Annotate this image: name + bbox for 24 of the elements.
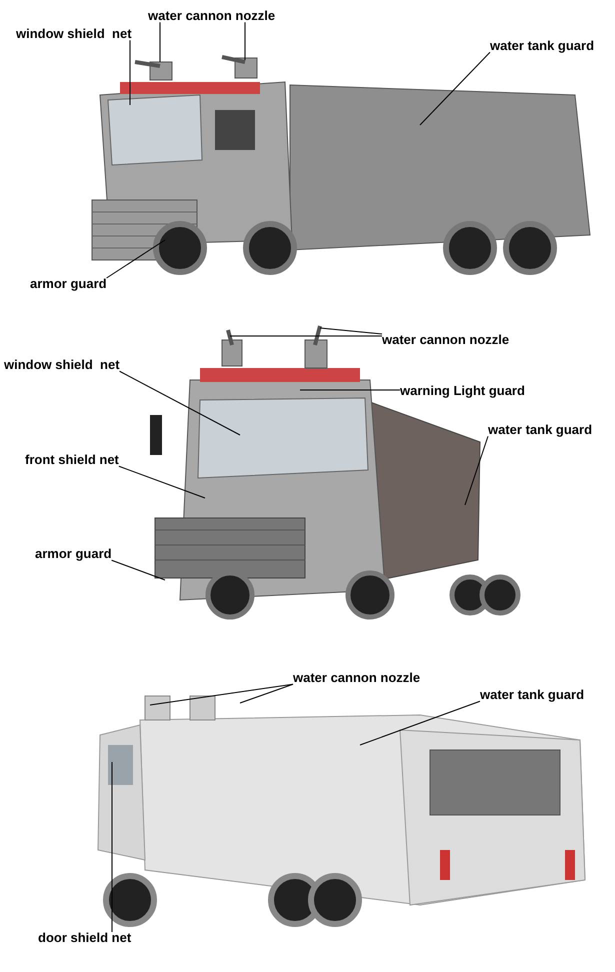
part-label: front shield net xyxy=(25,452,119,468)
leader-line xyxy=(150,684,294,706)
leader-line xyxy=(320,328,382,334)
leader-line xyxy=(240,684,294,704)
part-label: warning Light guard xyxy=(400,383,525,400)
part-label: water tank guard xyxy=(480,687,584,704)
part-label: water tank guard xyxy=(490,38,594,54)
part-label: door shield net xyxy=(38,930,132,946)
part-label: water cannon nozzle xyxy=(293,670,420,686)
leader-line xyxy=(106,240,166,278)
part-label: armor guard xyxy=(35,546,112,562)
leader-line xyxy=(111,560,166,580)
part-label: water cannon nozzle xyxy=(382,332,510,348)
part-label: window shield net xyxy=(16,26,132,42)
part-label: window shield net xyxy=(4,357,120,374)
part-label: water tank guard xyxy=(488,422,592,438)
leader-line xyxy=(420,52,490,126)
leader-line xyxy=(119,370,240,436)
leader-line xyxy=(244,22,246,60)
leader-line xyxy=(118,466,206,498)
leader-line xyxy=(464,436,488,506)
part-label: armor guard xyxy=(30,276,107,292)
leader-line xyxy=(360,700,480,746)
part-label: water cannon nozzle xyxy=(148,8,276,24)
